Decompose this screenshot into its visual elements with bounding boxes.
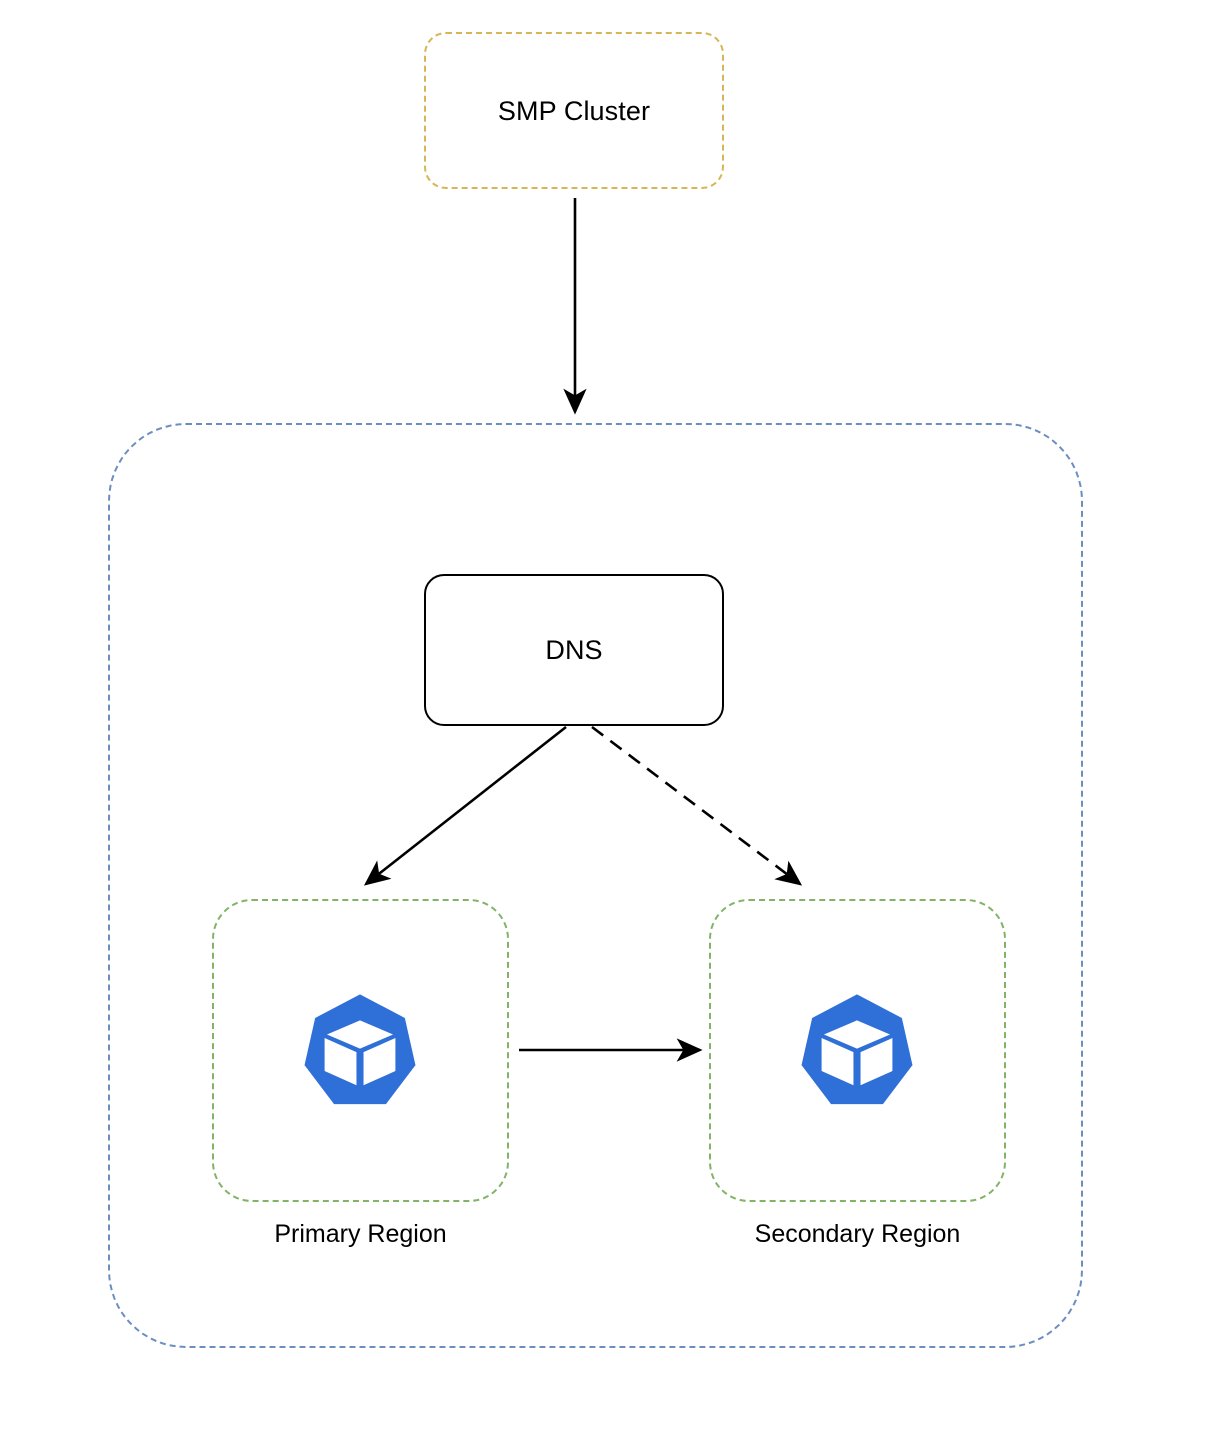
secondary-region-box[interactable] [709,899,1006,1202]
kubernetes-icon [301,992,419,1110]
primary-region-caption: Primary Region [274,1220,447,1248]
primary-region-box[interactable] [212,899,509,1202]
secondary-region-caption: Secondary Region [754,1220,961,1248]
dns-box[interactable]: DNS [424,574,724,726]
smp-cluster-box[interactable]: SMP Cluster [424,32,724,189]
smp-cluster-label: SMP Cluster [497,95,651,126]
dns-label: DNS [545,634,603,665]
kubernetes-icon [798,992,916,1110]
outer-boundary-container[interactable] [108,423,1083,1348]
